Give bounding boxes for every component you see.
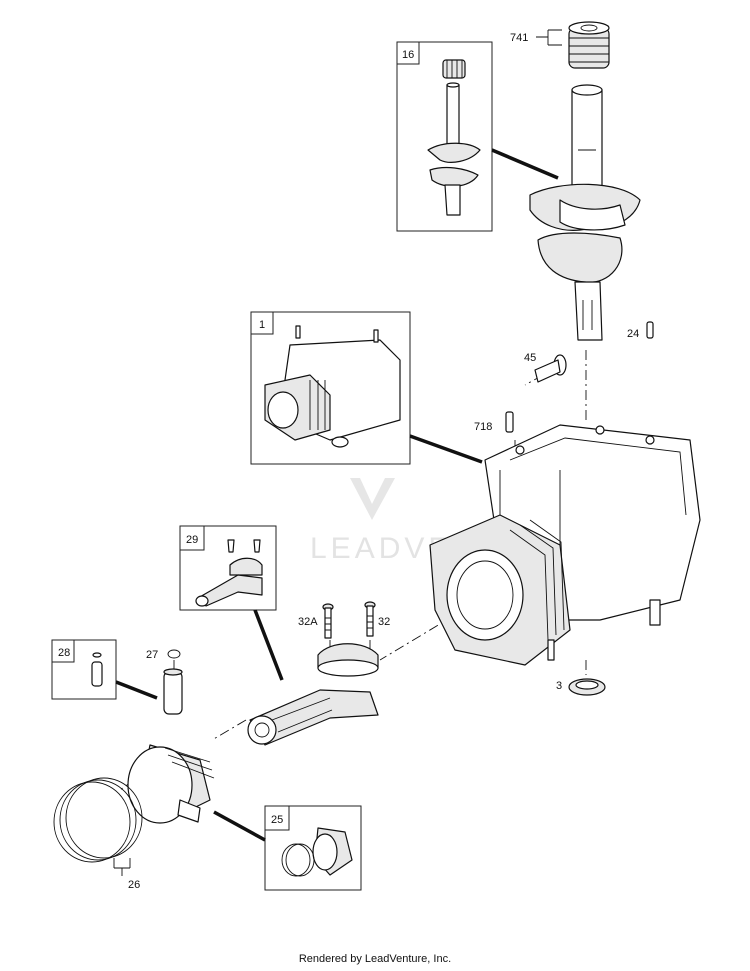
callout-741: 741 (510, 32, 528, 44)
part-piston-rings[interactable] (53, 777, 143, 863)
part-piston[interactable] (127, 744, 215, 824)
part-24-dowel-pin[interactable] (646, 321, 654, 339)
callout-45: 45 (524, 352, 536, 364)
callout-26: 26 (128, 879, 140, 891)
callout-27: 27 (146, 649, 158, 661)
part-741-gear[interactable] (568, 21, 610, 69)
callout-25: 25 (271, 814, 283, 826)
kit-16-crankshaft-icon (427, 59, 481, 216)
part-32a-bolt[interactable] (322, 603, 334, 639)
part-718-dowel[interactable] (505, 411, 514, 433)
callout-28: 28 (58, 647, 70, 659)
part-crankshaft[interactable] (529, 84, 641, 341)
callout-1: 1 (259, 319, 265, 331)
part-3-oil-seal[interactable] (568, 678, 606, 696)
kit-28-pin-icon (91, 652, 103, 687)
callout-24: 24 (627, 328, 639, 340)
part-27-retaining-clip[interactable] (167, 649, 181, 659)
part-45-pin[interactable] (534, 354, 567, 383)
callout-29: 29 (186, 534, 198, 546)
kit-box-16[interactable]: 16 (396, 41, 493, 232)
part-wrist-pin[interactable] (163, 668, 183, 715)
leader-28 (115, 680, 158, 700)
leader-16 (491, 148, 559, 180)
bracket-26 (113, 858, 131, 876)
leader-29 (253, 609, 284, 681)
kit-box-1[interactable]: 1 (250, 311, 411, 465)
footer-credit: Rendered by LeadVenture, Inc. (298, 953, 452, 965)
kit-29-rod-icon (195, 539, 263, 607)
callout-32a: 32A (298, 616, 318, 628)
kit-box-28[interactable]: 28 (51, 639, 117, 700)
part-connecting-rod[interactable] (247, 643, 379, 746)
kit-box-29[interactable]: 29 (179, 525, 277, 611)
leader-25 (213, 810, 266, 842)
kit-25-piston-icon (281, 827, 353, 877)
part-engine-block[interactable] (429, 424, 701, 666)
bracket-741 (536, 29, 562, 46)
callout-32: 32 (378, 616, 390, 628)
part-32-bolt[interactable] (364, 601, 376, 637)
callout-3: 3 (556, 680, 562, 692)
kit-box-25[interactable]: 25 (264, 805, 362, 891)
kit-1-block-icon (264, 325, 401, 448)
callout-718: 718 (474, 421, 492, 433)
callout-16: 16 (402, 49, 414, 61)
leader-1 (409, 434, 483, 464)
